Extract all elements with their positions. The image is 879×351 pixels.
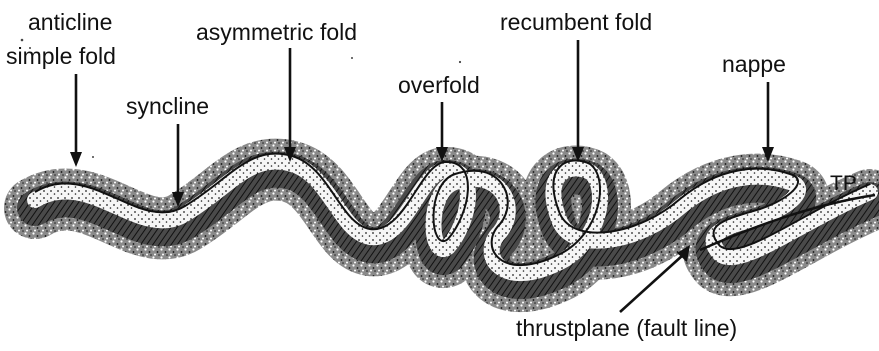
rock-strata: [35, 154, 870, 282]
arrow-syncline: [172, 124, 184, 207]
label-simple-fold: simple fold: [6, 43, 116, 69]
label-tp: TP: [830, 172, 857, 195]
label-recumbent-fold: recumbent fold: [500, 9, 652, 35]
label-anticline: anticline: [28, 9, 112, 35]
arrow-anticline: [70, 74, 82, 167]
label-thrustplane: thrustplane (fault line): [516, 315, 737, 341]
label-syncline: syncline: [126, 93, 209, 119]
arrow-recumbent-fold: [572, 40, 584, 162]
label-nappe: nappe: [722, 51, 786, 77]
label-asymmetric-fold: asymmetric fold: [196, 19, 357, 45]
label-overfold: overfold: [398, 72, 480, 98]
arrow-nappe: [762, 82, 774, 162]
